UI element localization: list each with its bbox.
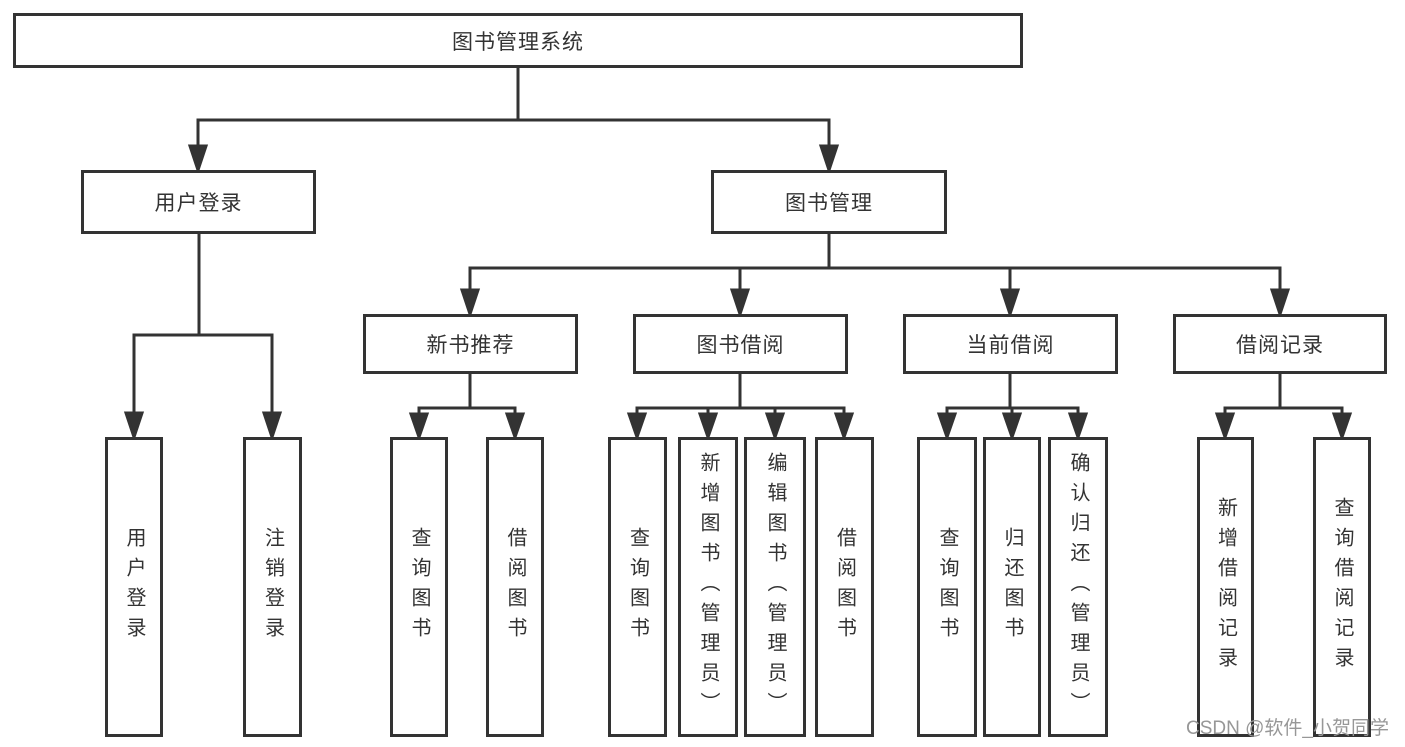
leaf-borrow-books-recommend: 借阅图书 [486, 437, 544, 737]
arrowhead-down [1214, 412, 1236, 442]
node-label: 图书管理系统 [452, 30, 584, 54]
arrowhead-down [818, 144, 840, 175]
connector-book-management [459, 234, 1291, 319]
node-user-login: 用户登录 [81, 170, 316, 234]
leaf-label: 查询图书 [936, 527, 958, 647]
node-label: 借阅记录 [1236, 334, 1324, 357]
leaf-user-login: 用户登录 [105, 437, 163, 737]
connector-current-borrow [936, 374, 1089, 442]
node-label: 图书管理 [785, 192, 873, 215]
node-new-book-recommend: 新书推荐 [363, 314, 578, 374]
leaf-borrow-books: 借阅图书 [815, 437, 874, 737]
node-label: 图书借阅 [696, 334, 785, 357]
watermark-text: CSDN @软件_小贺同学 [1186, 718, 1389, 739]
arrowhead-down [1067, 412, 1089, 442]
node-book-management: 图书管理 [711, 170, 947, 234]
leaf-label: 借阅图书 [504, 527, 526, 647]
arrowhead-down [408, 412, 430, 442]
arrowhead-down [936, 412, 958, 442]
arrowhead-down [764, 412, 786, 442]
arrowhead-down [626, 412, 648, 442]
leaf-add-book-admin: 新增图书（管理员） [678, 437, 738, 737]
arrowhead-down [729, 288, 751, 319]
node-label: 新书推荐 [426, 334, 515, 357]
leaf-query-books-recommend: 查询图书 [390, 437, 448, 737]
connector-user-login [123, 234, 283, 442]
leaf-label: 查询图书 [626, 527, 649, 647]
arrowhead-down [1331, 412, 1353, 442]
arrowhead-down [999, 288, 1021, 319]
leaf-edit-book-admin: 编辑图书（管理员） [744, 437, 806, 737]
connector-root [187, 68, 840, 175]
leaf-query-books-current: 查询图书 [917, 437, 977, 737]
node-borrow-records: 借阅记录 [1173, 314, 1387, 374]
leaf-label: 查询图书 [408, 527, 430, 647]
node-label: 用户登录 [154, 192, 243, 215]
node-book-management-system: 图书管理系统 [13, 13, 1023, 68]
arrowhead-down [187, 144, 209, 175]
leaf-label: 借阅图书 [833, 527, 856, 647]
leaf-query-books-borrow: 查询图书 [608, 437, 667, 737]
leaf-label: 编辑图书（管理员） [764, 452, 786, 722]
leaf-label: 新增图书（管理员） [697, 452, 719, 722]
arrowhead-down [1269, 288, 1291, 319]
arrowhead-down [459, 288, 481, 319]
leaf-label: 确认归还（管理员） [1067, 452, 1089, 722]
node-book-borrow: 图书借阅 [633, 314, 848, 374]
leaf-label: 查询借阅记录 [1331, 497, 1353, 677]
arrowhead-down [1001, 412, 1023, 442]
connector-borrow-records [1214, 374, 1353, 442]
leaf-label: 归还图书 [1001, 527, 1023, 647]
arrowhead-down [697, 412, 719, 442]
connector-new-book-recommend [408, 374, 526, 442]
node-current-borrow: 当前借阅 [903, 314, 1118, 374]
leaf-label: 新增借阅记录 [1214, 497, 1237, 677]
node-label: 当前借阅 [966, 334, 1055, 357]
arrowhead-down [833, 412, 855, 442]
leaf-confirm-return-admin: 确认归还（管理员） [1048, 437, 1108, 737]
arrowhead-down [261, 411, 283, 442]
leaf-return-book: 归还图书 [983, 437, 1041, 737]
leaf-logout: 注销登录 [243, 437, 302, 737]
leaf-add-borrow-record: 新增借阅记录 [1197, 437, 1254, 737]
leaf-label: 用户登录 [123, 527, 145, 647]
arrowhead-down [504, 412, 526, 442]
arrowhead-down [123, 411, 145, 442]
leaf-query-borrow-record: 查询借阅记录 [1313, 437, 1371, 737]
leaf-label: 注销登录 [261, 527, 284, 647]
connector-book-borrow [626, 374, 855, 442]
